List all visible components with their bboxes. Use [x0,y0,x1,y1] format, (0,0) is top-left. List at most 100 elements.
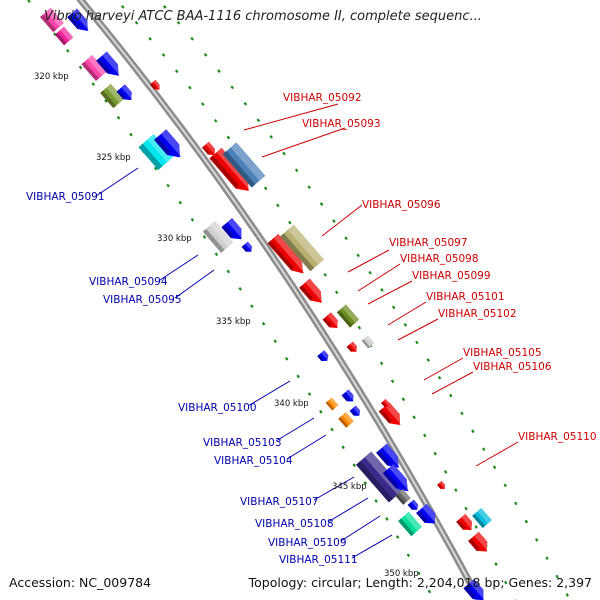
feature-blue-9-shadow [463,585,476,600]
leader-vibhar-05091 [95,167,139,197]
gene-label-vibhar-05102[interactable]: VIBHAR_05102 [438,308,517,320]
feature-blue-2[interactable] [96,51,124,81]
feature-olive-2-highlight [342,304,360,323]
label-leader-lines [95,103,519,559]
tick-line-outer [27,0,436,600]
feature-blue-5[interactable] [221,218,247,244]
feature-blue-8[interactable] [416,503,440,528]
gene-label-vibhar-05093[interactable]: VIBHAR_05093 [302,118,381,130]
feature-magenta-2-body [54,26,74,46]
leader-vibhar-05098 [357,263,401,292]
feature-orange-2-highlight [342,412,354,425]
feature-cyan-2-highlight [477,508,492,524]
gene-label-vibhar-05105[interactable]: VIBHAR_05105 [463,347,542,359]
reverse-gene-labels: VIBHAR_05091 VIBHAR_05094 VIBHAR_05095 V… [26,191,358,566]
feature-olive-1-highlight [106,83,124,103]
feature-magenta-1[interactable] [40,7,64,33]
feature-blue-7[interactable] [382,464,413,496]
feature-blue-6-highlight [382,443,400,468]
feature-blue-small-3-shadow [341,393,349,402]
feature-blue-1[interactable] [67,8,93,36]
leader-vibhar-05104 [286,434,327,460]
feature-darkgrey-1-highlight [399,489,411,502]
feature-red-small-2[interactable] [202,141,218,158]
map-title: Vibrio harveyi ATCC BAA-1116 chromosome … [44,9,482,24]
gene-label-vibhar-05111[interactable]: VIBHAR_05111 [279,554,358,566]
feature-red-small-4[interactable] [381,399,391,409]
feature-cyan-2[interactable] [472,508,492,528]
gene-label-vibhar-05091[interactable]: VIBHAR_05091 [26,191,105,203]
feature-red-small-1[interactable] [150,79,162,92]
feature-cyan-1-body [138,134,174,170]
feature-blue-small-1-highlight [245,241,253,252]
feature-blue-4[interactable] [154,129,186,162]
gene-label-vibhar-05096[interactable]: VIBHAR_05096 [362,199,441,211]
feature-orange-2[interactable] [338,412,354,428]
feature-red-7[interactable] [468,531,492,556]
feature-magenta-3[interactable] [81,55,107,81]
gene-label-vibhar-05098[interactable]: VIBHAR_05098 [400,253,479,265]
gene-label-vibhar-05107[interactable]: VIBHAR_05107 [240,496,319,508]
scale-label-325: 325 kbp [96,153,131,163]
gene-label-vibhar-05092[interactable]: VIBHAR_05092 [283,92,362,104]
feature-red-small-3-highlight [350,341,358,352]
feature-red-small-3[interactable] [346,341,360,355]
feature-blue-3[interactable] [116,84,136,103]
feature-orange-1[interactable] [325,397,339,411]
feature-magenta-3-body [81,55,107,81]
gene-label-vibhar-05109[interactable]: VIBHAR_05109 [268,537,347,549]
feature-red-1[interactable] [209,147,255,196]
feature-blue-6-shadow [376,450,391,466]
feature-grey-small-1[interactable] [361,335,375,349]
feature-cyan-1-highlight [147,134,174,163]
feature-blue-7-body [382,464,408,492]
feature-red-1-shadow [209,155,240,189]
feature-blue-small-4[interactable] [349,405,363,419]
feature-red-small-2-shadow [202,146,210,155]
feature-blue-small-1[interactable] [241,241,255,255]
leader-vibhar-05111 [351,534,393,559]
leader-vibhar-05094 [159,254,199,281]
leader-vibhar-05099 [367,280,413,305]
feature-blue-small-5[interactable] [407,499,421,513]
feature-magenta-2-shadow [54,32,67,46]
feature-red-7-highlight [474,531,488,552]
feature-grey-1-body [202,221,234,253]
feature-olive-1[interactable] [100,83,124,109]
feature-olive-2[interactable] [336,304,360,328]
feature-red-5[interactable] [378,402,405,429]
gene-label-vibhar-05108[interactable]: VIBHAR_05108 [255,518,334,530]
gene-label-vibhar-05100[interactable]: VIBHAR_05100 [178,402,257,414]
gene-label-vibhar-05095[interactable]: VIBHAR_05095 [103,294,182,306]
feature-red-2[interactable] [267,234,309,278]
feature-red-5-shadow [378,409,392,424]
feature-red-4[interactable] [322,312,342,331]
feature-magenta-2[interactable] [54,26,74,46]
feature-blue-9[interactable] [463,579,489,600]
feature-red-5-highlight [384,402,401,426]
feature-khaki-1[interactable] [280,224,324,272]
feature-steelblue-1[interactable] [222,142,266,188]
feature-blue-small-2[interactable] [317,350,330,363]
feature-cyan-1[interactable] [138,134,174,170]
gene-label-vibhar-05094[interactable]: VIBHAR_05094 [89,276,168,288]
gene-label-vibhar-05099[interactable]: VIBHAR_05099 [412,270,491,282]
gene-label-vibhar-05106[interactable]: VIBHAR_05106 [473,361,552,373]
gene-label-vibhar-05097[interactable]: VIBHAR_05097 [389,237,468,249]
feature-blue-small-3[interactable] [341,389,357,405]
feature-red-3[interactable] [299,278,327,308]
gene-label-vibhar-05101[interactable]: VIBHAR_05101 [426,291,505,303]
gene-label-vibhar-05103[interactable]: VIBHAR_05103 [203,437,282,449]
feature-red-small-5[interactable] [437,481,447,491]
gene-label-vibhar-05110[interactable]: VIBHAR_05110 [518,431,597,443]
feature-blue-6[interactable] [376,443,404,473]
feature-mint-1[interactable] [398,511,422,537]
feature-darkgrey-1[interactable] [395,489,411,505]
gene-label-vibhar-05104[interactable]: VIBHAR_05104 [214,455,293,467]
scale-labels: 320 kbp 325 kbp 330 kbp 335 kbp 340 kbp … [34,72,419,579]
feature-orange-2-shadow [338,416,349,428]
feature-red-6[interactable] [456,514,476,534]
feature-cyan-2-shadow [472,513,486,528]
feature-grey-1[interactable] [202,221,234,253]
